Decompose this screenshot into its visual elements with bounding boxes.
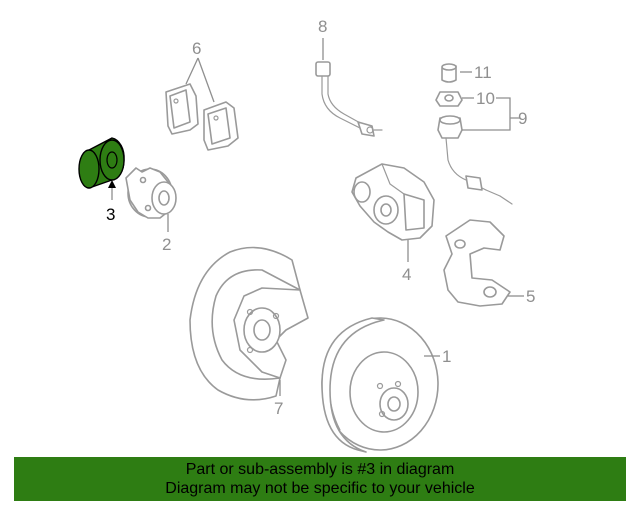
part-5-bracket[interactable] [443,219,511,307]
part-10-bleeder[interactable] [435,91,463,107]
leader-6b [197,57,215,103]
callout-5[interactable]: 5 [526,287,535,306]
callout-9[interactable]: 9 [518,109,527,128]
leader-9 [462,97,520,131]
part-2-hub[interactable] [125,167,177,219]
part-3-bearing[interactable] [78,137,125,189]
part-9-sensor[interactable] [437,115,513,205]
part-4-caliper[interactable] [351,163,435,241]
notice-line-2: Diagram may not be specific to your vehi… [165,480,475,497]
callout-10[interactable]: 10 [476,89,495,108]
arrow-3 [108,180,116,188]
callout-3[interactable]: 3 [106,205,115,224]
callout-2[interactable]: 2 [162,235,171,254]
callout-1[interactable]: 1 [442,347,451,366]
notice-line-1: Part or sub-assembly is #3 in diagram [185,461,455,478]
part-11-cap[interactable] [441,63,457,83]
callout-6[interactable]: 6 [192,39,201,58]
parts-diagram: 3 2 6 8 11 1 [78,17,535,453]
leader-6a [185,57,199,85]
notice-banner: Part or sub-assembly is #3 in diagram Di… [14,457,626,501]
part-8-brake-hose[interactable] [315,61,383,137]
callout-8[interactable]: 8 [318,17,327,36]
part-7-splash-shield[interactable] [189,246,309,401]
callout-7[interactable]: 7 [274,399,283,418]
part-6-brake-pads[interactable] [165,83,239,151]
callout-11[interactable]: 11 [474,63,492,82]
part-1-rotor[interactable] [321,317,439,453]
callout-4[interactable]: 4 [402,265,411,284]
